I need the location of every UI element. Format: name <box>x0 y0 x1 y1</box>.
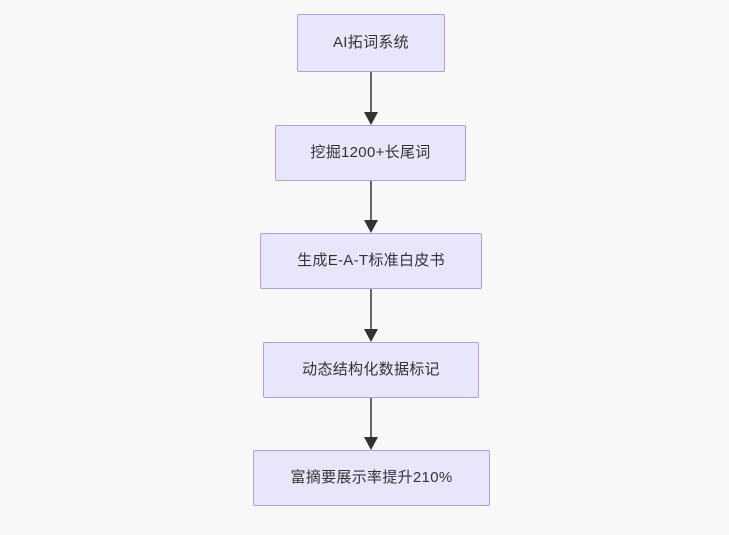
node-label: 挖掘1200+长尾词 <box>310 144 431 161</box>
node-label: 富摘要展示率提升210% <box>290 469 453 486</box>
arrowhead-icon <box>364 112 378 125</box>
flowchart-node-eat-whitepaper[interactable]: 生成E-A-T标准白皮书 <box>260 233 482 289</box>
arrowhead-icon <box>364 220 378 233</box>
flowchart-node-ai-keyword-system[interactable]: AI拓词系统 <box>297 14 445 72</box>
edge-node3-to-node4 <box>364 289 378 342</box>
edge-node1-to-node2 <box>364 72 378 125</box>
flowchart-node-longtail-keywords[interactable]: 挖掘1200+长尾词 <box>275 125 466 181</box>
node-label: 生成E-A-T标准白皮书 <box>297 252 445 269</box>
node-label: 动态结构化数据标记 <box>302 361 440 378</box>
flowchart-node-rich-snippet-result[interactable]: 富摘要展示率提升210% <box>253 450 490 506</box>
edge-node4-to-node5 <box>364 398 378 450</box>
arrowhead-icon <box>364 437 378 450</box>
arrowhead-icon <box>364 329 378 342</box>
flowchart-node-structured-data-markup[interactable]: 动态结构化数据标记 <box>263 342 479 398</box>
node-label: AI拓词系统 <box>333 34 409 51</box>
edge-node2-to-node3 <box>364 181 378 233</box>
